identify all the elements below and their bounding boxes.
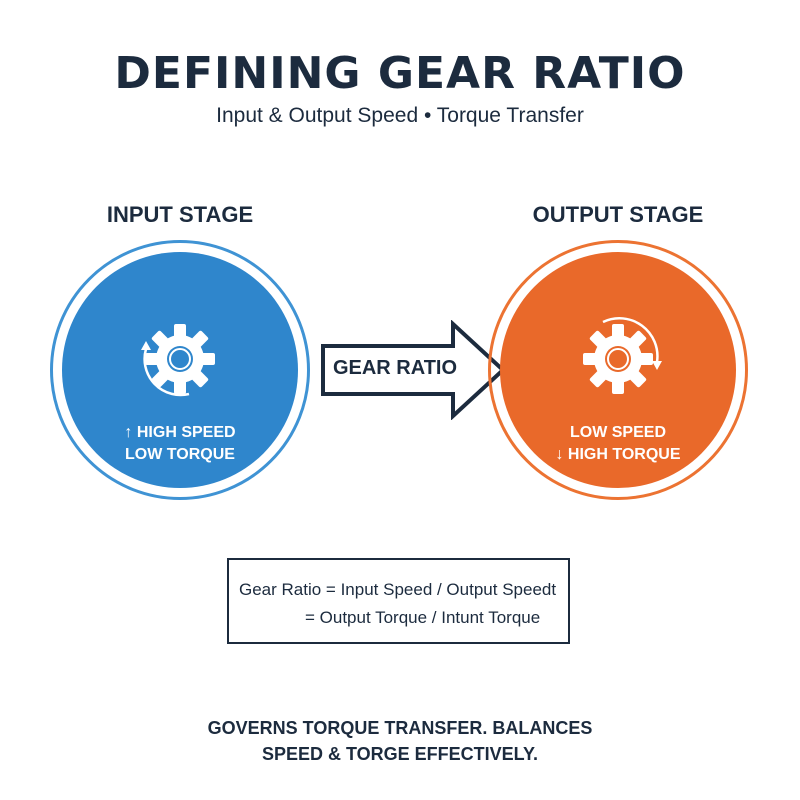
input-stage-label: INPUT STAGE — [106, 202, 254, 227]
rotation-arrow-icon — [141, 341, 190, 397]
formula-box: Gear Ratio = Input Speed / Output Speedt… — [227, 558, 570, 644]
input-stage-disc: ↑ HIGH SPEED LOW TORQUE — [62, 252, 298, 488]
footer-line-2: SPEED & TORGE EFFECTIVELY. — [261, 744, 539, 764]
page-subtitle: Input & Output Speed • Torque Transfer — [216, 104, 584, 127]
output-gear-svg — [583, 317, 662, 394]
output-speed-text: LOW SPEED — [569, 424, 666, 441]
input-gear-group — [135, 314, 225, 404]
transfer-arrow — [320, 319, 510, 421]
output-stage-circle: LOW SPEED ↓ HIGH TORQUE — [488, 240, 748, 500]
gear-icon — [145, 324, 215, 394]
formula-speed: Gear Ratio = Input Speed / Output Speedt — [239, 580, 557, 599]
gear-icon — [583, 324, 653, 394]
output-stage-text: LOW SPEED ↓ HIGH TORQUE — [500, 422, 736, 466]
input-stage-text: ↑ HIGH SPEED LOW TORQUE — [62, 422, 298, 466]
input-stage-circle: ↑ HIGH SPEED LOW TORQUE — [50, 240, 310, 500]
right-arrow-icon — [321, 319, 506, 421]
input-torque-text: LOW TORQUE — [125, 446, 235, 463]
footer-note: GOVERNS TORQUE TRANSFER. BALANCES SPEED … — [0, 715, 800, 767]
gear-ratio-arrow-label: GEAR RATIO — [332, 357, 458, 379]
input-speed-text: ↑ HIGH SPEED — [124, 424, 236, 441]
output-stage-disc: LOW SPEED ↓ HIGH TORQUE — [500, 252, 736, 488]
rotation-arrow-icon — [602, 317, 662, 370]
output-stage-label: OUTPUT STAGE — [532, 202, 704, 227]
output-torque-text: ↓ HIGH TORQUE — [555, 446, 681, 463]
output-gear-group — [573, 314, 663, 404]
input-gear-svg — [141, 324, 215, 397]
formula-torque: = Output Torque / Intunt Torque — [305, 608, 541, 627]
page-title: DEFINING GEAR RATIO — [114, 48, 686, 99]
footer-line-1: GOVERNS TORQUE TRANSFER. BALANCES — [207, 718, 593, 738]
